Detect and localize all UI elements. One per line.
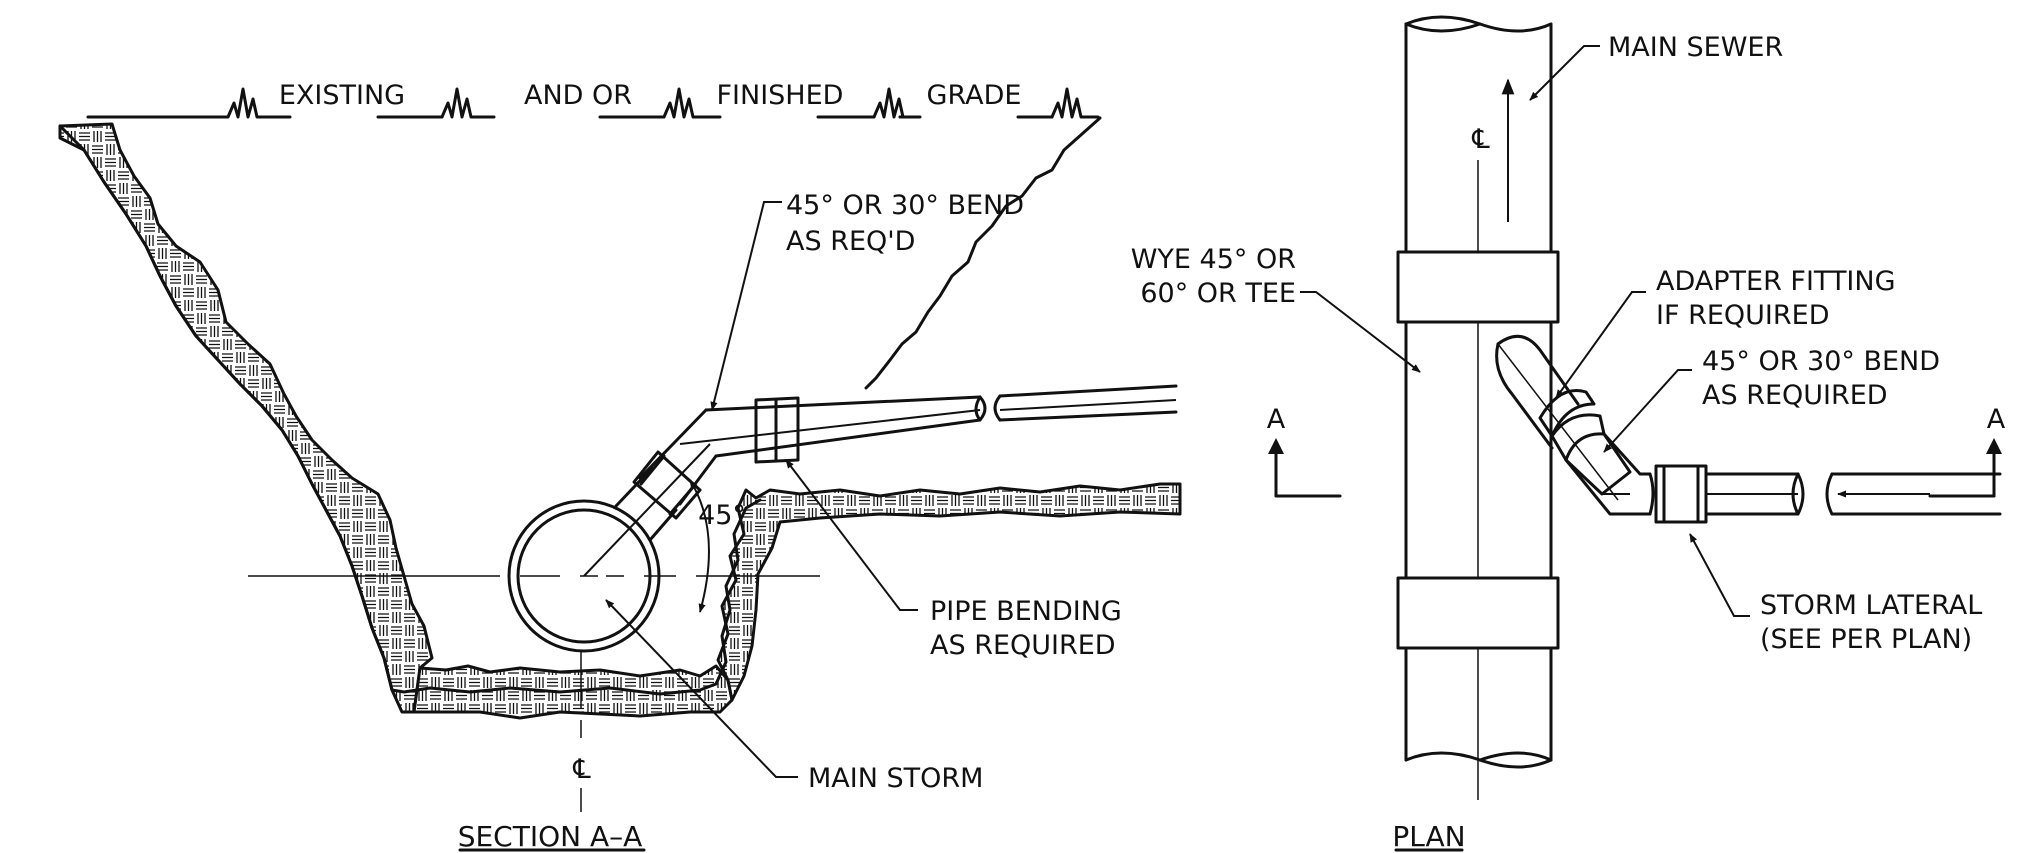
bend-leader [710, 201, 782, 411]
section-view: EXISTING AND OR FINISHED GRADE ℄ [58, 80, 1182, 853]
section-marker-left-label: A [1267, 404, 1286, 435]
section-marker-right [1928, 438, 2002, 498]
wye-callout-line1: WYE 45° OR [1131, 244, 1296, 275]
lateral-centerline [583, 443, 711, 577]
adapter-leader [1555, 291, 1646, 399]
pipe-bending-line1: PIPE BENDING [930, 596, 1122, 627]
main-sewer-label: MAIN SEWER [1608, 32, 1783, 63]
bend-callout-line1: 45° OR 30° BEND [786, 190, 1024, 221]
trench-interior-outline [58, 124, 762, 696]
plan-view: ℄ [1131, 15, 2006, 853]
pipe-bending-leader [785, 459, 918, 611]
trench-soil-left [58, 122, 434, 714]
plan-main-sewer [1396, 15, 1560, 800]
lateral-callout-line1: STORM LATERAL [1760, 590, 1982, 621]
main-storm-pipe-outer [507, 499, 661, 653]
grade-label-existing: EXISTING [279, 80, 405, 111]
angle-label: 45° [698, 500, 746, 531]
grade-label-finished: FINISHED [717, 80, 844, 111]
plan-title: PLAN [1392, 820, 1465, 853]
trench-far-wall [864, 116, 1102, 390]
main-sewer-leader [1529, 45, 1600, 101]
trench-soil-right [716, 482, 1182, 702]
section-marker-right-label: A [1987, 404, 2006, 435]
section-title: SECTION A–A [458, 820, 643, 853]
section-lateral-pipe [614, 384, 1178, 542]
angle-arc [689, 479, 710, 613]
adapter-callout-line1: ADAPTER FITTING [1656, 266, 1896, 297]
plan-bend-callout-line1: 45° OR 30° BEND [1702, 346, 1940, 377]
plan-bend-callout-line2: AS REQUIRED [1702, 380, 1888, 411]
main-storm-label: MAIN STORM [808, 763, 983, 794]
grade-label-and-or: AND OR [524, 80, 632, 111]
main-storm-leader [605, 599, 798, 778]
centerline-symbol-section: ℄ [572, 754, 591, 785]
centerline-symbol-plan: ℄ [1471, 124, 1490, 155]
grade-line [86, 87, 1100, 119]
wye-leader [1300, 291, 1421, 373]
grade-label-grade: GRADE [927, 80, 1022, 111]
adapter-callout-line2: IF REQUIRED [1656, 300, 1829, 331]
wye-callout-line2: 60° OR TEE [1140, 278, 1296, 309]
pipe-bending-line2: AS REQUIRED [930, 630, 1116, 661]
plan-bend-leader [1603, 369, 1692, 453]
main-storm-pipe-inner [516, 508, 652, 644]
section-marker-left [1268, 438, 1342, 498]
lateral-leader [1689, 533, 1750, 617]
bend-callout-line2: AS REQ'D [786, 226, 915, 257]
plan-wye-branch [1495, 334, 2002, 524]
lateral-callout-line2: (SEE PER PLAN) [1760, 624, 1972, 655]
